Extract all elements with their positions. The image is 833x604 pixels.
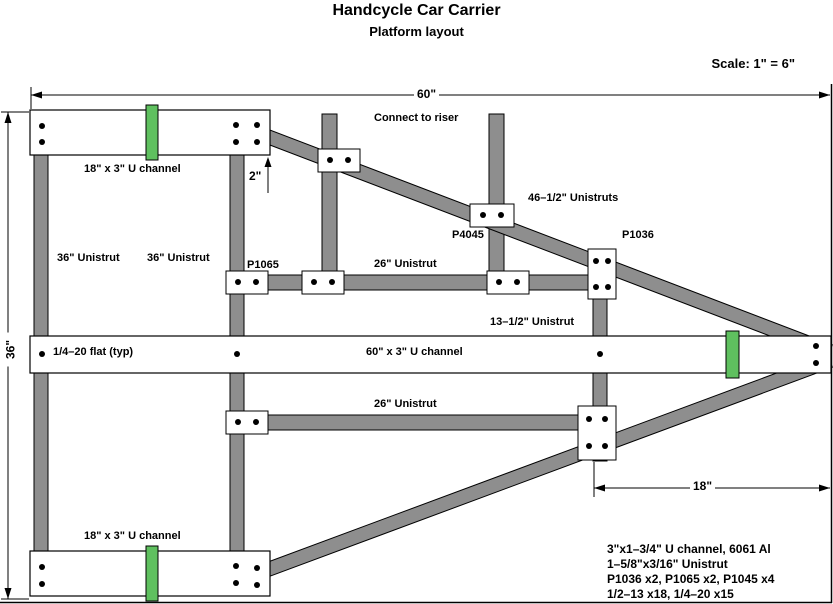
dim-label-36: 36"	[4, 332, 18, 367]
dim-label-18: 18"	[690, 480, 716, 493]
note-line-3: P1036 x2, P1065 x2, P1045 x4	[607, 572, 775, 586]
note-line-2: 1–5/8"x3/16" Unistrut	[607, 557, 728, 571]
plate-p1065	[225, 270, 269, 295]
label-diagonal-unistruts: 46–1/2" Unistruts	[528, 192, 619, 204]
clamp-middle	[725, 330, 740, 379]
plate-mid-1	[301, 270, 345, 295]
label-p1065: P1065	[247, 259, 279, 271]
sheet-border	[0, 84, 833, 604]
note-line-1: 3"x1–3/4" U channel, 6061 Al	[607, 542, 771, 556]
cross-strut-top	[236, 274, 610, 291]
riser-strut-2	[488, 113, 505, 288]
label-fastener-note: 1/4–20 flat (typ)	[53, 346, 134, 358]
label-p1036: P1036	[622, 229, 654, 241]
label-top-channel: 18" x 3" U channel	[84, 163, 181, 175]
plate-riser-1	[317, 148, 361, 173]
label-p4045: P4045	[452, 229, 484, 241]
label-main-channel: 60" x 3" U channel	[366, 346, 463, 358]
scale-note: Scale: 1" = 6"	[711, 56, 795, 71]
dim-label-60: 60"	[414, 88, 440, 101]
label-26-unistrut-bottom: 26" Unistrut	[374, 398, 437, 410]
page-title: Handcycle Car Carrier	[332, 2, 501, 19]
plate-bottom-right	[577, 405, 617, 461]
label-26-unistrut-top: 26" Unistrut	[374, 258, 437, 270]
clamp-bottom	[145, 545, 159, 602]
connector-plates	[225, 148, 617, 461]
u-channels	[29, 109, 832, 597]
dimension-2	[264, 157, 272, 193]
bolt-holes	[39, 122, 819, 588]
materials-notes: 3"x1–3/4" U channel, 6061 Al 1–5/8"x3/16…	[607, 542, 774, 602]
cross-strut-bottom	[236, 414, 610, 431]
plate-mid-2	[486, 270, 530, 295]
label-36-unistrut-inner: 36" Unistrut	[147, 252, 210, 264]
dim-label-2: 2"	[249, 169, 262, 183]
plate-p4045	[469, 203, 515, 228]
page-subtitle: Platform layout	[369, 24, 464, 39]
plate-p1036	[587, 248, 617, 300]
label-connect-to-riser: Connect to riser	[374, 112, 459, 124]
clamps	[145, 104, 740, 602]
label-13half-unistrut: 13–1/2" Unistrut	[490, 316, 575, 328]
label-bottom-channel: 18" x 3" U channel	[84, 530, 181, 542]
label-36-unistrut-left: 36" Unistrut	[57, 252, 120, 264]
note-line-4: 1/2–13 x18, 1/4–20 x15	[607, 587, 734, 601]
riser-strut-1	[321, 113, 338, 288]
plate-bottom-left	[225, 410, 269, 435]
clamp-top	[145, 104, 159, 161]
